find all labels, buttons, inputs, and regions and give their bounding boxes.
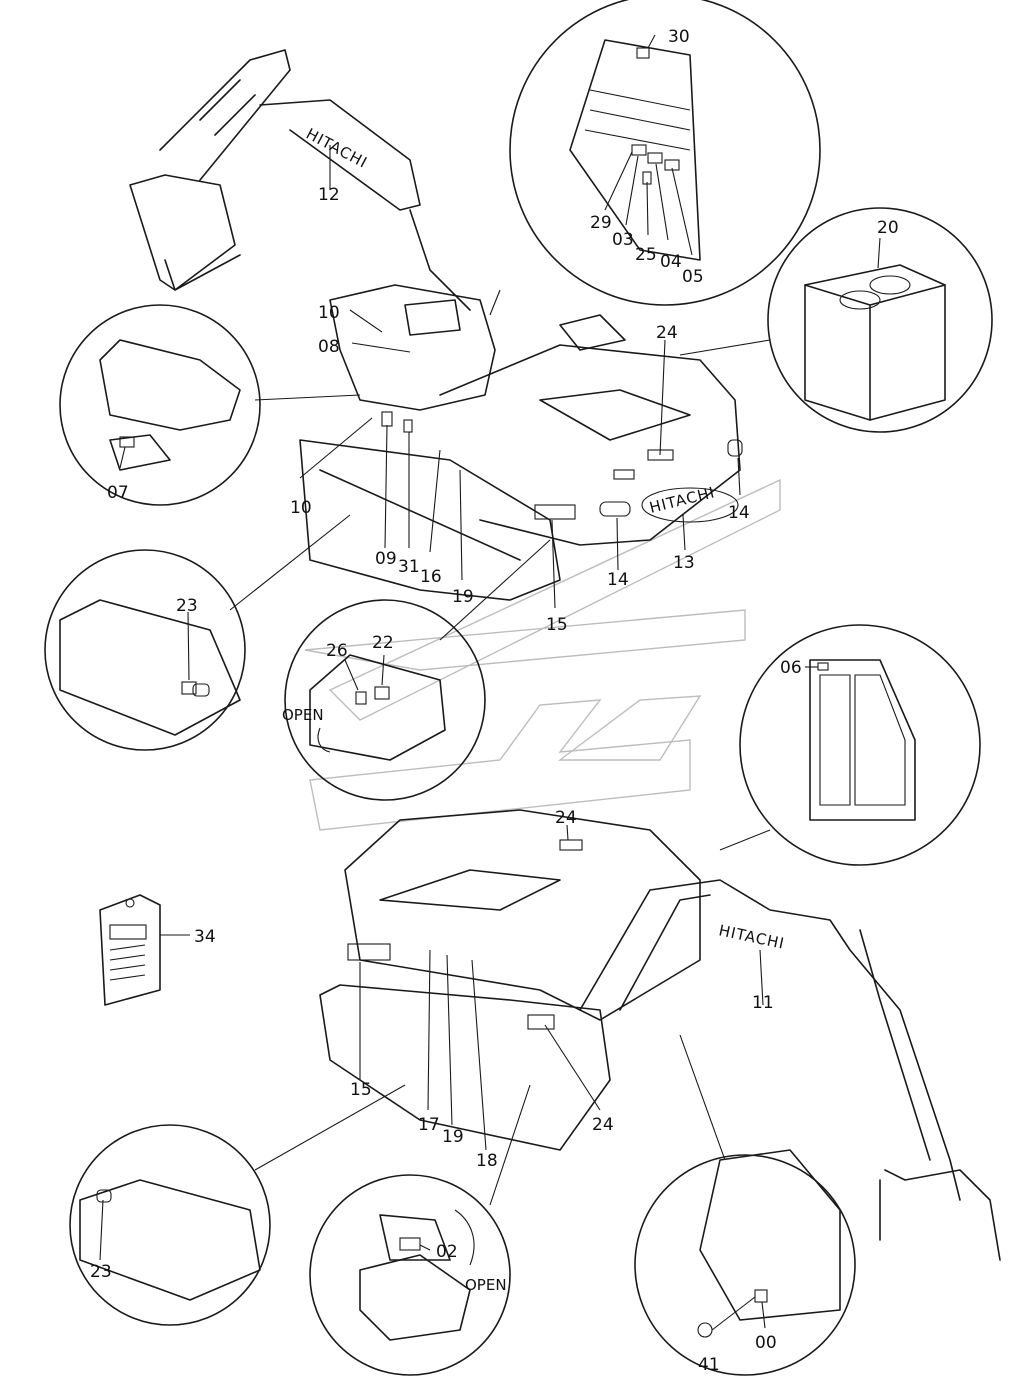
callout-12: 12 bbox=[318, 185, 340, 205]
callout-11: 11 bbox=[752, 993, 774, 1013]
callout-13: 13 bbox=[673, 553, 695, 573]
callout-41: 41 bbox=[698, 1355, 720, 1375]
open-label-toolbox: OPEN bbox=[465, 1276, 507, 1294]
callout-10-top: 10 bbox=[318, 303, 340, 323]
detail-serial-plate bbox=[634, 1034, 856, 1376]
callout-29: 29 bbox=[590, 213, 612, 233]
callout-06: 06 bbox=[780, 658, 802, 678]
detail-cab-door bbox=[719, 624, 981, 866]
brand-boom-bottom: HITACHI bbox=[717, 921, 786, 953]
detail-seat-switch bbox=[59, 304, 361, 506]
callout-26: 26 bbox=[326, 641, 348, 661]
callout-03: 03 bbox=[612, 230, 634, 250]
open-label-cover: OPEN bbox=[282, 706, 324, 724]
callout-19-bottom: 19 bbox=[442, 1127, 464, 1147]
callout-05: 05 bbox=[682, 267, 704, 287]
callout-07: 07 bbox=[107, 483, 129, 503]
callout-09: 09 bbox=[375, 549, 397, 569]
detail-battery-cover bbox=[284, 539, 551, 801]
parts-tag bbox=[99, 894, 161, 1006]
callout-02: 02 bbox=[436, 1242, 458, 1262]
excavator-top-view bbox=[129, 49, 743, 601]
callout-labels: 30 29 03 25 04 05 20 12 10 08 24 07 10 0… bbox=[90, 27, 899, 1375]
callout-31: 31 bbox=[398, 557, 420, 577]
callout-23-right: 23 bbox=[90, 1262, 112, 1282]
callout-18: 18 bbox=[476, 1151, 498, 1171]
callout-15-top: 15 bbox=[546, 615, 568, 635]
callout-19-top: 19 bbox=[452, 587, 474, 607]
leader-lines bbox=[99, 34, 881, 1329]
detail-track-frame-right bbox=[69, 1084, 406, 1326]
callout-34: 34 bbox=[194, 927, 216, 947]
callout-17: 17 bbox=[418, 1115, 440, 1135]
callout-23-left: 23 bbox=[176, 596, 198, 616]
detail-fuel-tank bbox=[679, 207, 993, 433]
callout-22: 22 bbox=[372, 633, 394, 653]
watermark-logo bbox=[304, 478, 781, 831]
callout-00: 00 bbox=[755, 1333, 777, 1353]
callout-24-top: 24 bbox=[656, 323, 678, 343]
callout-08: 08 bbox=[318, 337, 340, 357]
callout-24-mid: 24 bbox=[555, 808, 577, 828]
detail-track-frame-left bbox=[44, 514, 351, 751]
callout-15-bottom: 15 bbox=[350, 1080, 372, 1100]
detail-toolbox bbox=[309, 1084, 531, 1376]
detail-rear-window bbox=[489, 0, 821, 316]
callout-24-bottom: 24 bbox=[592, 1115, 614, 1135]
callout-10-bottom: 10 bbox=[290, 498, 312, 518]
callout-16: 16 bbox=[420, 567, 442, 587]
excavator-bottom-view bbox=[319, 809, 1001, 1261]
callout-14-right: 14 bbox=[728, 503, 750, 523]
callout-14-left: 14 bbox=[607, 570, 629, 590]
callout-25: 25 bbox=[635, 245, 657, 265]
callout-04: 04 bbox=[660, 252, 682, 272]
callout-20: 20 bbox=[877, 218, 899, 238]
callout-30: 30 bbox=[668, 27, 690, 47]
